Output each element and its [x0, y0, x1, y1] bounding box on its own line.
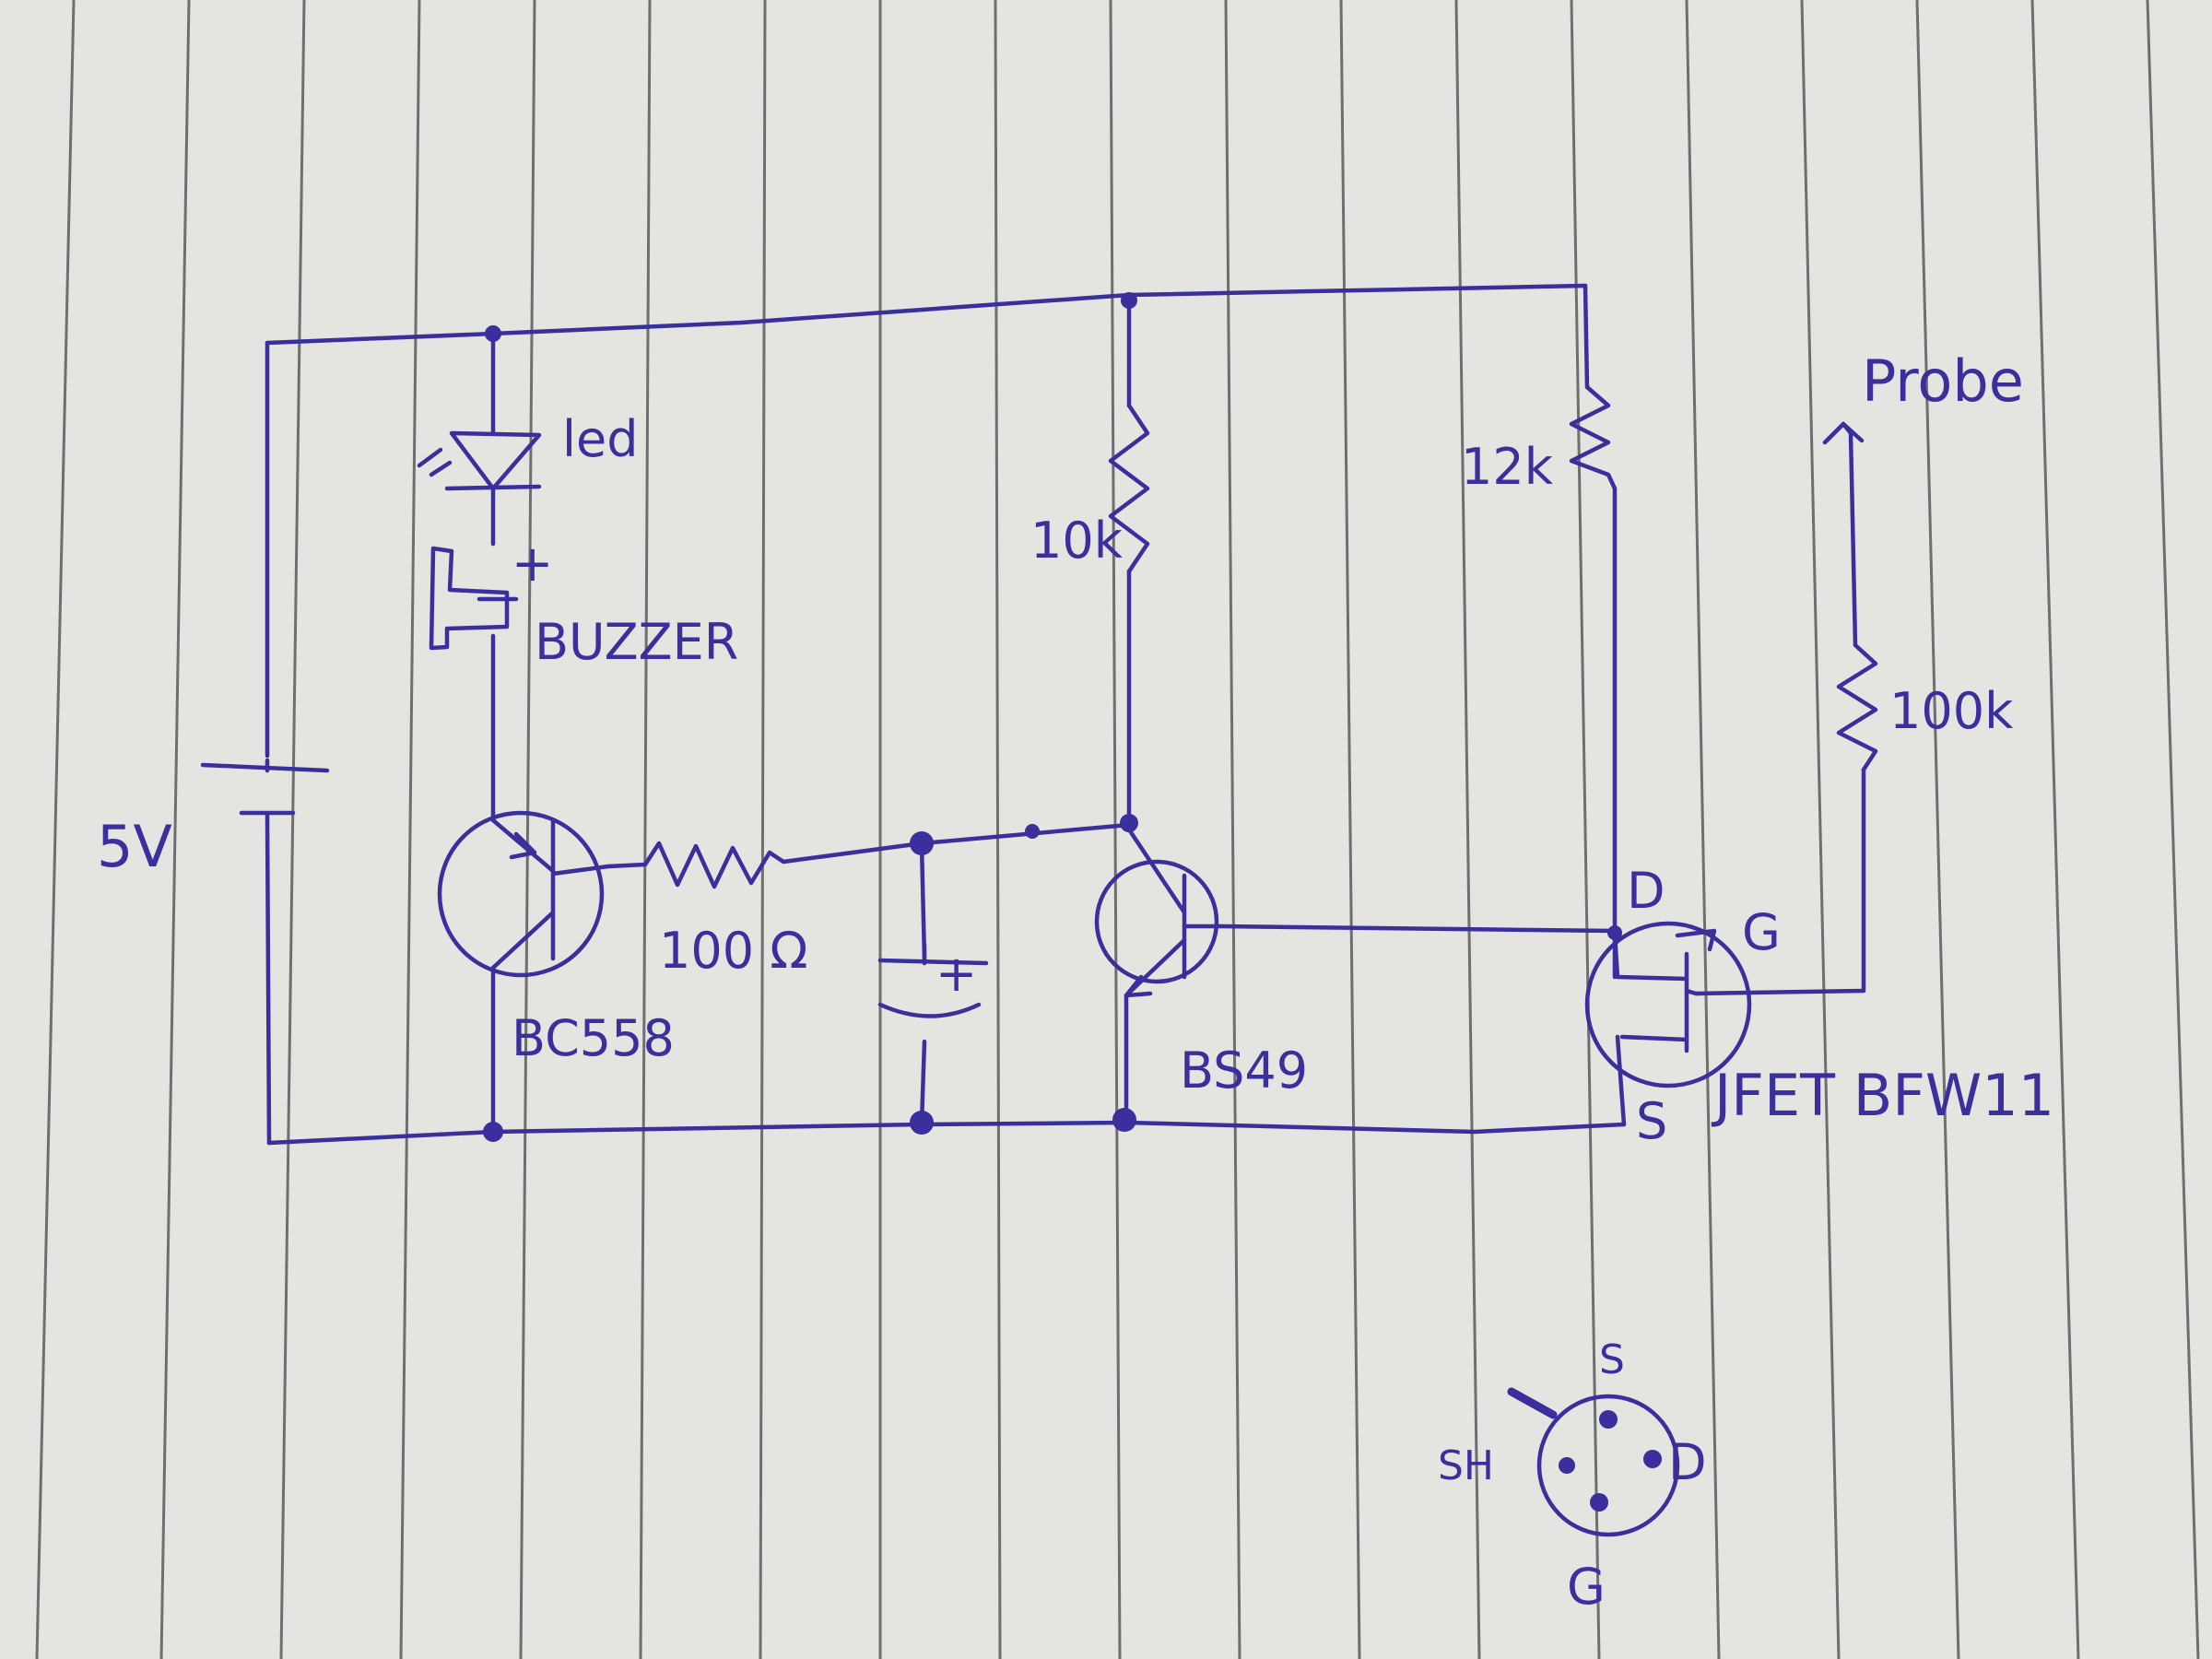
resistor-12k-symbol — [1569, 384, 1618, 491]
bs49-transistor-symbol — [1094, 827, 1224, 998]
base-resistor-symbol — [606, 841, 924, 889]
ruled-lines — [35, 0, 2200, 1659]
pinout-drain-label: D — [1668, 1433, 1707, 1491]
wires — [265, 283, 1866, 1146]
pinout-gate-label: G — [1567, 1558, 1606, 1616]
capacitor-polarity: + — [935, 945, 977, 1003]
jfet-pinout-symbol — [1507, 1387, 1680, 1537]
led-symbol — [417, 430, 542, 491]
jfet-symbol — [1584, 921, 1752, 1088]
resistor-100k-symbol — [1836, 642, 1878, 772]
pinout-source-label: S — [1599, 1336, 1625, 1383]
led-label: led — [562, 410, 639, 468]
resistor-10k-symbol — [1108, 403, 1150, 574]
resistor-12k-label: 12k — [1461, 438, 1554, 496]
bc558-transistor-symbol — [437, 810, 611, 978]
probe-label: Probe — [1862, 347, 2024, 415]
jfet-label: JFET BFW11 — [1711, 1062, 2054, 1129]
buzzer-polarity: + — [512, 535, 553, 593]
probe-arrow — [1822, 421, 1865, 445]
supply-label: 5V — [97, 813, 172, 880]
bc558-label: BC558 — [512, 1009, 675, 1067]
resistor-10k-label: 10k — [1030, 512, 1124, 570]
capacitor-symbol — [877, 942, 989, 1018]
base-resistor-label: 100 Ω — [659, 922, 808, 980]
resistor-100k-label: 100k — [1889, 682, 2014, 740]
bs49-label: BS49 — [1180, 1041, 1308, 1100]
junction-dots — [483, 292, 1622, 1142]
pinout-shield-label: SH — [1438, 1442, 1494, 1489]
jfet-source-label: S — [1636, 1092, 1667, 1150]
buzzer-symbol — [429, 546, 519, 651]
jfet-drain-label: D — [1627, 862, 1665, 920]
buzzer-label: BUZZER — [535, 613, 738, 671]
jfet-gate-label: G — [1742, 903, 1781, 961]
battery-symbol — [200, 758, 330, 816]
